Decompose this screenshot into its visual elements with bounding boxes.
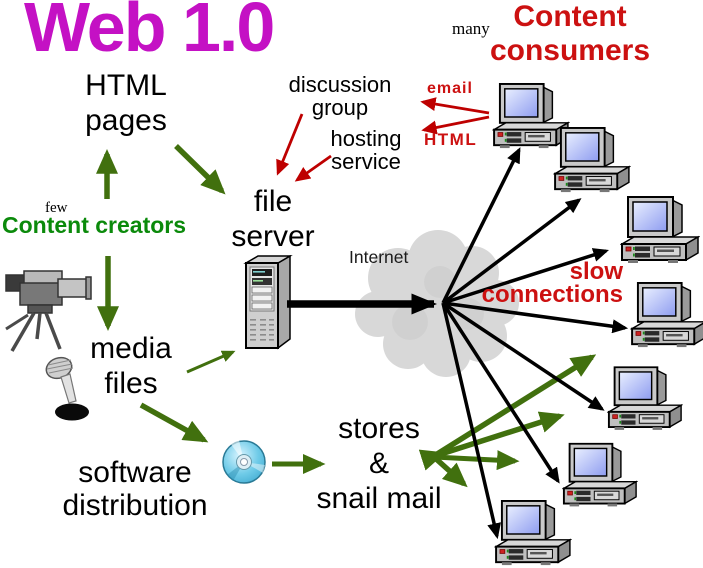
- arrow-stores-to-computer7: [432, 454, 468, 488]
- microphone-icon: [45, 356, 89, 421]
- arrow-internet-to-computer6: [441, 302, 560, 484]
- cd-disc-icon: [222, 440, 266, 484]
- node-stores-line3: snail mail: [316, 482, 442, 515]
- node-software-distribution: software distribution: [62, 456, 207, 522]
- creators-qualifier: few: [45, 200, 68, 216]
- node-software-distribution-line1: software: [78, 456, 192, 489]
- arrow-internet-to-computer7: [441, 302, 501, 540]
- red-arrows: [276, 97, 490, 182]
- node-file-server: file server: [231, 184, 314, 254]
- arrow-stores-to-computer6: [433, 450, 520, 471]
- arrow-stores-computer-twoway: [418, 411, 565, 471]
- arrow-internet-to-computer3: [442, 248, 610, 305]
- arrow-internet-to-computer5: [442, 301, 605, 411]
- node-file-server-line1: file: [253, 185, 293, 218]
- internet-label: Internet: [349, 247, 409, 267]
- node-discussion-group-line1: discussion: [288, 72, 392, 97]
- html-annotation: HTML: [424, 130, 478, 149]
- slow-connections-line2: connections: [481, 281, 623, 308]
- tv-camera-icon: [5, 270, 92, 352]
- arrow-email-to-discussion: [420, 97, 490, 115]
- consumers-qualifier: many: [452, 19, 490, 38]
- node-html-pages: HTML pages: [85, 68, 167, 138]
- email-annotation: email: [427, 80, 473, 97]
- black-connection-arrows: [441, 147, 629, 540]
- consumers-heading-line1: Content: [513, 0, 627, 33]
- arrow-internet-to-computer1: [441, 147, 521, 304]
- node-stores-line1: stores: [338, 412, 420, 445]
- node-hosting-service-line2: service: [331, 149, 401, 174]
- node-media-files: media files: [90, 331, 172, 401]
- node-html-pages-line2: pages: [85, 104, 167, 137]
- node-hosting-service-line1: hosting: [330, 126, 402, 151]
- arrow-internet-to-computer2: [441, 198, 582, 305]
- node-software-distribution-line2: distribution: [62, 489, 208, 522]
- node-html-pages-line1: HTML: [85, 69, 167, 102]
- green-arrows: [96, 144, 597, 488]
- node-file-server-line2: server: [231, 220, 315, 253]
- arrow-html-to-hosting: [421, 115, 490, 135]
- node-discussion-group-line2: group: [311, 95, 369, 120]
- arrow-internet-to-computer4: [442, 301, 629, 334]
- node-stores-snail-mail: stores & snail mail: [316, 411, 441, 516]
- consumers-heading-line2: consumers: [489, 34, 651, 67]
- node-stores-line2: &: [368, 447, 390, 480]
- arrow-mediafiles-to-server: [186, 350, 236, 374]
- slow-connections-line1: slow: [569, 258, 623, 285]
- arrow-hosting-to-fileserver: [294, 154, 332, 182]
- node-discussion-group: discussion group: [289, 73, 392, 119]
- node-media-files-line2: files: [104, 367, 158, 400]
- creators-heading: Content creators: [2, 212, 187, 238]
- page-title: Web 1.0: [24, 0, 275, 66]
- consumers-heading: Content consumers: [490, 0, 650, 68]
- slow-connections-label: slow connections: [481, 258, 623, 308]
- node-media-files-line1: media: [90, 332, 172, 365]
- node-hosting-service: hosting service: [331, 127, 402, 173]
- arrow-mediafiles-to-cd: [139, 402, 209, 443]
- arrow-discussion-to-fileserver: [276, 113, 304, 176]
- arrow-htmlpages-to-fileserver: [174, 144, 226, 195]
